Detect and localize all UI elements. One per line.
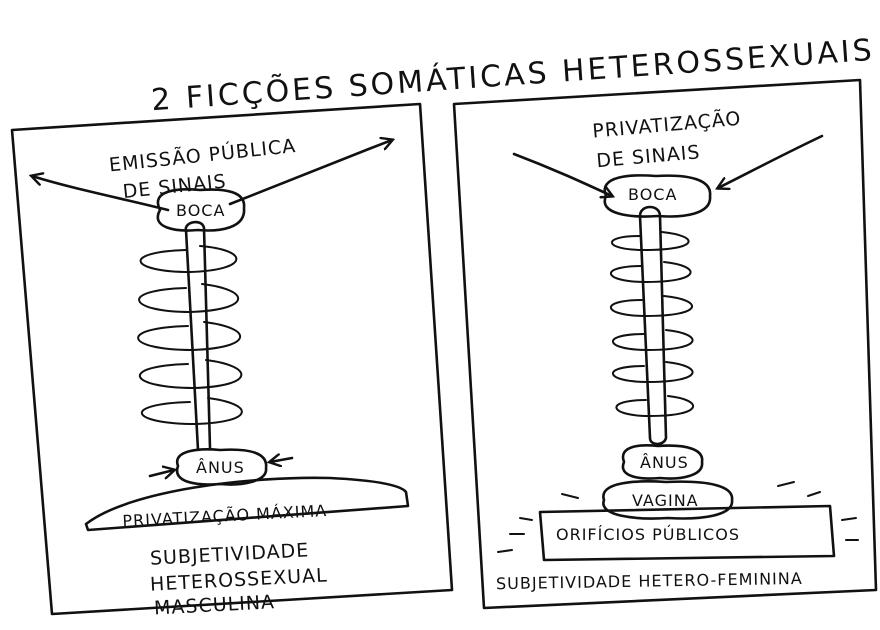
right-spiral [611,232,693,416]
right-mouth-label: BOCA [628,185,677,204]
left-panel: EMISSÃO PÚBLICA DE SINAIS BOCA ÂNUS PRIV… [12,104,452,619]
right-vagina-label: VAGINA [632,491,699,510]
left-mouth-label: BOCA [176,201,225,220]
right-top-label-line1: PRIVATIZAÇÃO [591,107,742,143]
left-top-label-line1: EMISSÃO PÚBLICA [108,133,297,177]
left-caption-line3: MASCULINA [154,591,276,619]
left-arrow-in-left [150,470,174,476]
left-caption-line1: SUBJETIVIDADE [149,539,309,569]
right-base-label: ORIFÍCIOS PÚBLICOS [556,525,740,544]
left-arrow-in-right [270,458,292,462]
right-anus-label: ÂNUS [640,453,689,472]
right-panel: PRIVATIZAÇÃO DE SINAIS BOCA ÂNUS VAGINA [454,80,876,608]
left-spiral [138,246,242,424]
left-base-label: PRIVATIZAÇÃO MÁXIMA [122,501,328,531]
right-caption: SUBJETIVIDADE HETERO-FEMININA [496,569,803,593]
right-arrow-in-right [718,136,822,188]
left-anus-label: ÂNUS [196,458,245,477]
left-digestive-tube [186,222,210,450]
right-digestive-tube [640,207,666,444]
right-top-label-line2: DE SINAIS [596,141,702,172]
left-panel-frame [12,104,452,614]
left-caption-line2: HETEROSSEXUAL [150,564,329,595]
diagram-title: 2 FICÇÕES SOMÁTICAS HETEROSSEXUAIS [150,31,876,118]
left-top-label-line2: DE SINAIS [122,170,228,203]
